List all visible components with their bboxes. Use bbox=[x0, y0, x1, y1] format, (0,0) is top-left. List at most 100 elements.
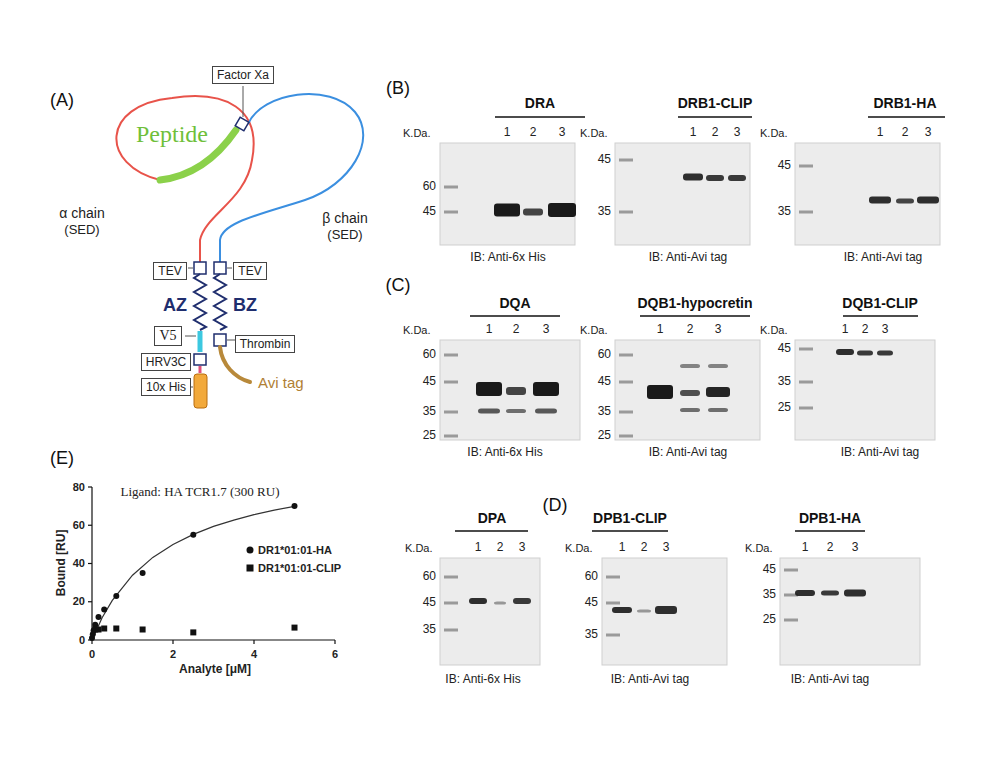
antibody-label: IB: Anti-Avi tag bbox=[841, 445, 920, 459]
lane-number: 1 bbox=[690, 125, 697, 139]
protein-band bbox=[706, 175, 724, 181]
leader-line bbox=[243, 86, 244, 117]
cleavage-site bbox=[194, 262, 206, 274]
antibody-label: IB: Anti-Avi tag bbox=[844, 251, 923, 265]
tag-box: 10x His bbox=[141, 378, 191, 396]
unit-label: K.Da. bbox=[403, 127, 431, 140]
marker-size: 45 bbox=[423, 596, 436, 610]
blot-title: DPA bbox=[478, 510, 507, 526]
protein-band bbox=[655, 606, 677, 614]
blot-image bbox=[440, 340, 580, 440]
ladder-band bbox=[606, 634, 620, 637]
tick-label: 0 bbox=[89, 648, 95, 660]
protein-band bbox=[821, 591, 839, 596]
chain-label: β chain bbox=[322, 210, 367, 226]
unit-label: K.Da. bbox=[405, 542, 433, 555]
marker-size: 35 bbox=[585, 628, 598, 642]
lane-number: 3 bbox=[663, 541, 670, 555]
ladder-band bbox=[606, 602, 620, 605]
ladder-band bbox=[784, 569, 798, 572]
protein-band bbox=[506, 387, 526, 395]
antibody-label: IB: Anti-Avi tag bbox=[649, 251, 728, 265]
marker-size: 25 bbox=[423, 428, 436, 442]
lane-number: 1 bbox=[657, 323, 664, 337]
ladder-band bbox=[444, 629, 458, 632]
marker-size: 45 bbox=[423, 204, 436, 218]
unit-label: K.Da. bbox=[745, 542, 773, 554]
protein-band bbox=[647, 385, 673, 399]
marker-size: 60 bbox=[423, 347, 436, 361]
chain-label: α chain bbox=[59, 205, 104, 221]
unit-label: K.Da. bbox=[403, 324, 431, 337]
ligand-note: Ligand: HA TCR1.7 (300 RU) bbox=[120, 484, 279, 499]
title-underline bbox=[495, 116, 585, 118]
lane-number: 2 bbox=[641, 540, 648, 554]
marker-size: 60 bbox=[423, 348, 436, 362]
leader-line bbox=[188, 268, 193, 269]
unit-label: K.Da. bbox=[580, 127, 608, 139]
tick-label: 80 bbox=[73, 481, 85, 493]
legend-label: DR1*01:01-CLIP bbox=[258, 562, 341, 574]
lane-number: 3 bbox=[925, 125, 932, 139]
tag-label: Avi tag bbox=[258, 374, 304, 391]
panel-letter: (E) bbox=[50, 448, 74, 469]
clip-points bbox=[92, 625, 297, 636]
marker-size: 25 bbox=[763, 613, 776, 627]
tag-box: Thrombin bbox=[235, 335, 296, 353]
box-label: V5 bbox=[159, 328, 176, 343]
lane-number: 2 bbox=[827, 540, 834, 554]
antibody-label: IB: Anti-Avi tag bbox=[791, 672, 870, 686]
tag-box: V5 bbox=[154, 326, 181, 345]
unit-label: K.Da. bbox=[580, 324, 608, 336]
domain-label: (SED) bbox=[327, 228, 362, 243]
ladder-band bbox=[619, 354, 633, 357]
blot-title: DRB1-HA bbox=[874, 95, 937, 111]
marker-size: 45 bbox=[423, 374, 436, 388]
marker-size: 25 bbox=[778, 400, 791, 414]
lane-number: 3 bbox=[543, 323, 550, 337]
protein-band bbox=[857, 351, 873, 356]
marker-size: 60 bbox=[585, 569, 598, 583]
box-label: TEV bbox=[238, 264, 261, 278]
protein-band bbox=[680, 408, 700, 412]
box-label: TEV bbox=[158, 264, 181, 278]
tag-box: TEV bbox=[153, 262, 186, 280]
panel-letter: (A) bbox=[50, 90, 74, 111]
tick-label: 2 bbox=[170, 648, 176, 660]
lane-number: 1 bbox=[619, 541, 626, 555]
protein-band bbox=[469, 598, 487, 604]
marker-size: 60 bbox=[598, 347, 611, 361]
unit-label: K.Da. bbox=[565, 542, 593, 554]
tick-label: 0 bbox=[79, 634, 85, 646]
lane-number: 1 bbox=[486, 322, 493, 336]
tag-box: TEV bbox=[233, 262, 266, 280]
blot-title: DQB1-hypocretin bbox=[637, 295, 752, 311]
ladder-band bbox=[444, 381, 458, 384]
protein-band bbox=[478, 409, 500, 414]
lane-number: 3 bbox=[663, 540, 670, 554]
lane-number: 3 bbox=[852, 540, 859, 554]
protein-band bbox=[637, 610, 651, 613]
blot-title: DRB1-CLIP bbox=[678, 95, 753, 111]
antibody-label: IB: Anti-6x His bbox=[470, 250, 545, 264]
lane-number: 3 bbox=[519, 540, 526, 554]
marker-size: 45 bbox=[778, 342, 791, 356]
antibody-label: IB: Anti-Avi tag bbox=[649, 446, 728, 460]
lane-number: 3 bbox=[882, 322, 889, 336]
panel-letter: (E) bbox=[50, 448, 74, 468]
lane-number: 3 bbox=[519, 541, 526, 555]
blot-title: DPB1-HA bbox=[799, 510, 861, 526]
lane-number: 2 bbox=[530, 125, 537, 139]
cleavage-site bbox=[214, 262, 226, 274]
panel-letter: (C) bbox=[386, 275, 411, 295]
legend-square bbox=[247, 565, 254, 572]
lane-number: 1 bbox=[842, 322, 849, 336]
blot-title: DQB1-CLIP bbox=[842, 295, 917, 311]
tick-label: 20 bbox=[73, 595, 85, 608]
zipper-coil bbox=[194, 274, 206, 330]
protein-band bbox=[917, 197, 939, 204]
marker-size: 45 bbox=[763, 563, 776, 577]
marker-size: 45 bbox=[598, 375, 611, 389]
marker-size: 45 bbox=[423, 205, 436, 219]
